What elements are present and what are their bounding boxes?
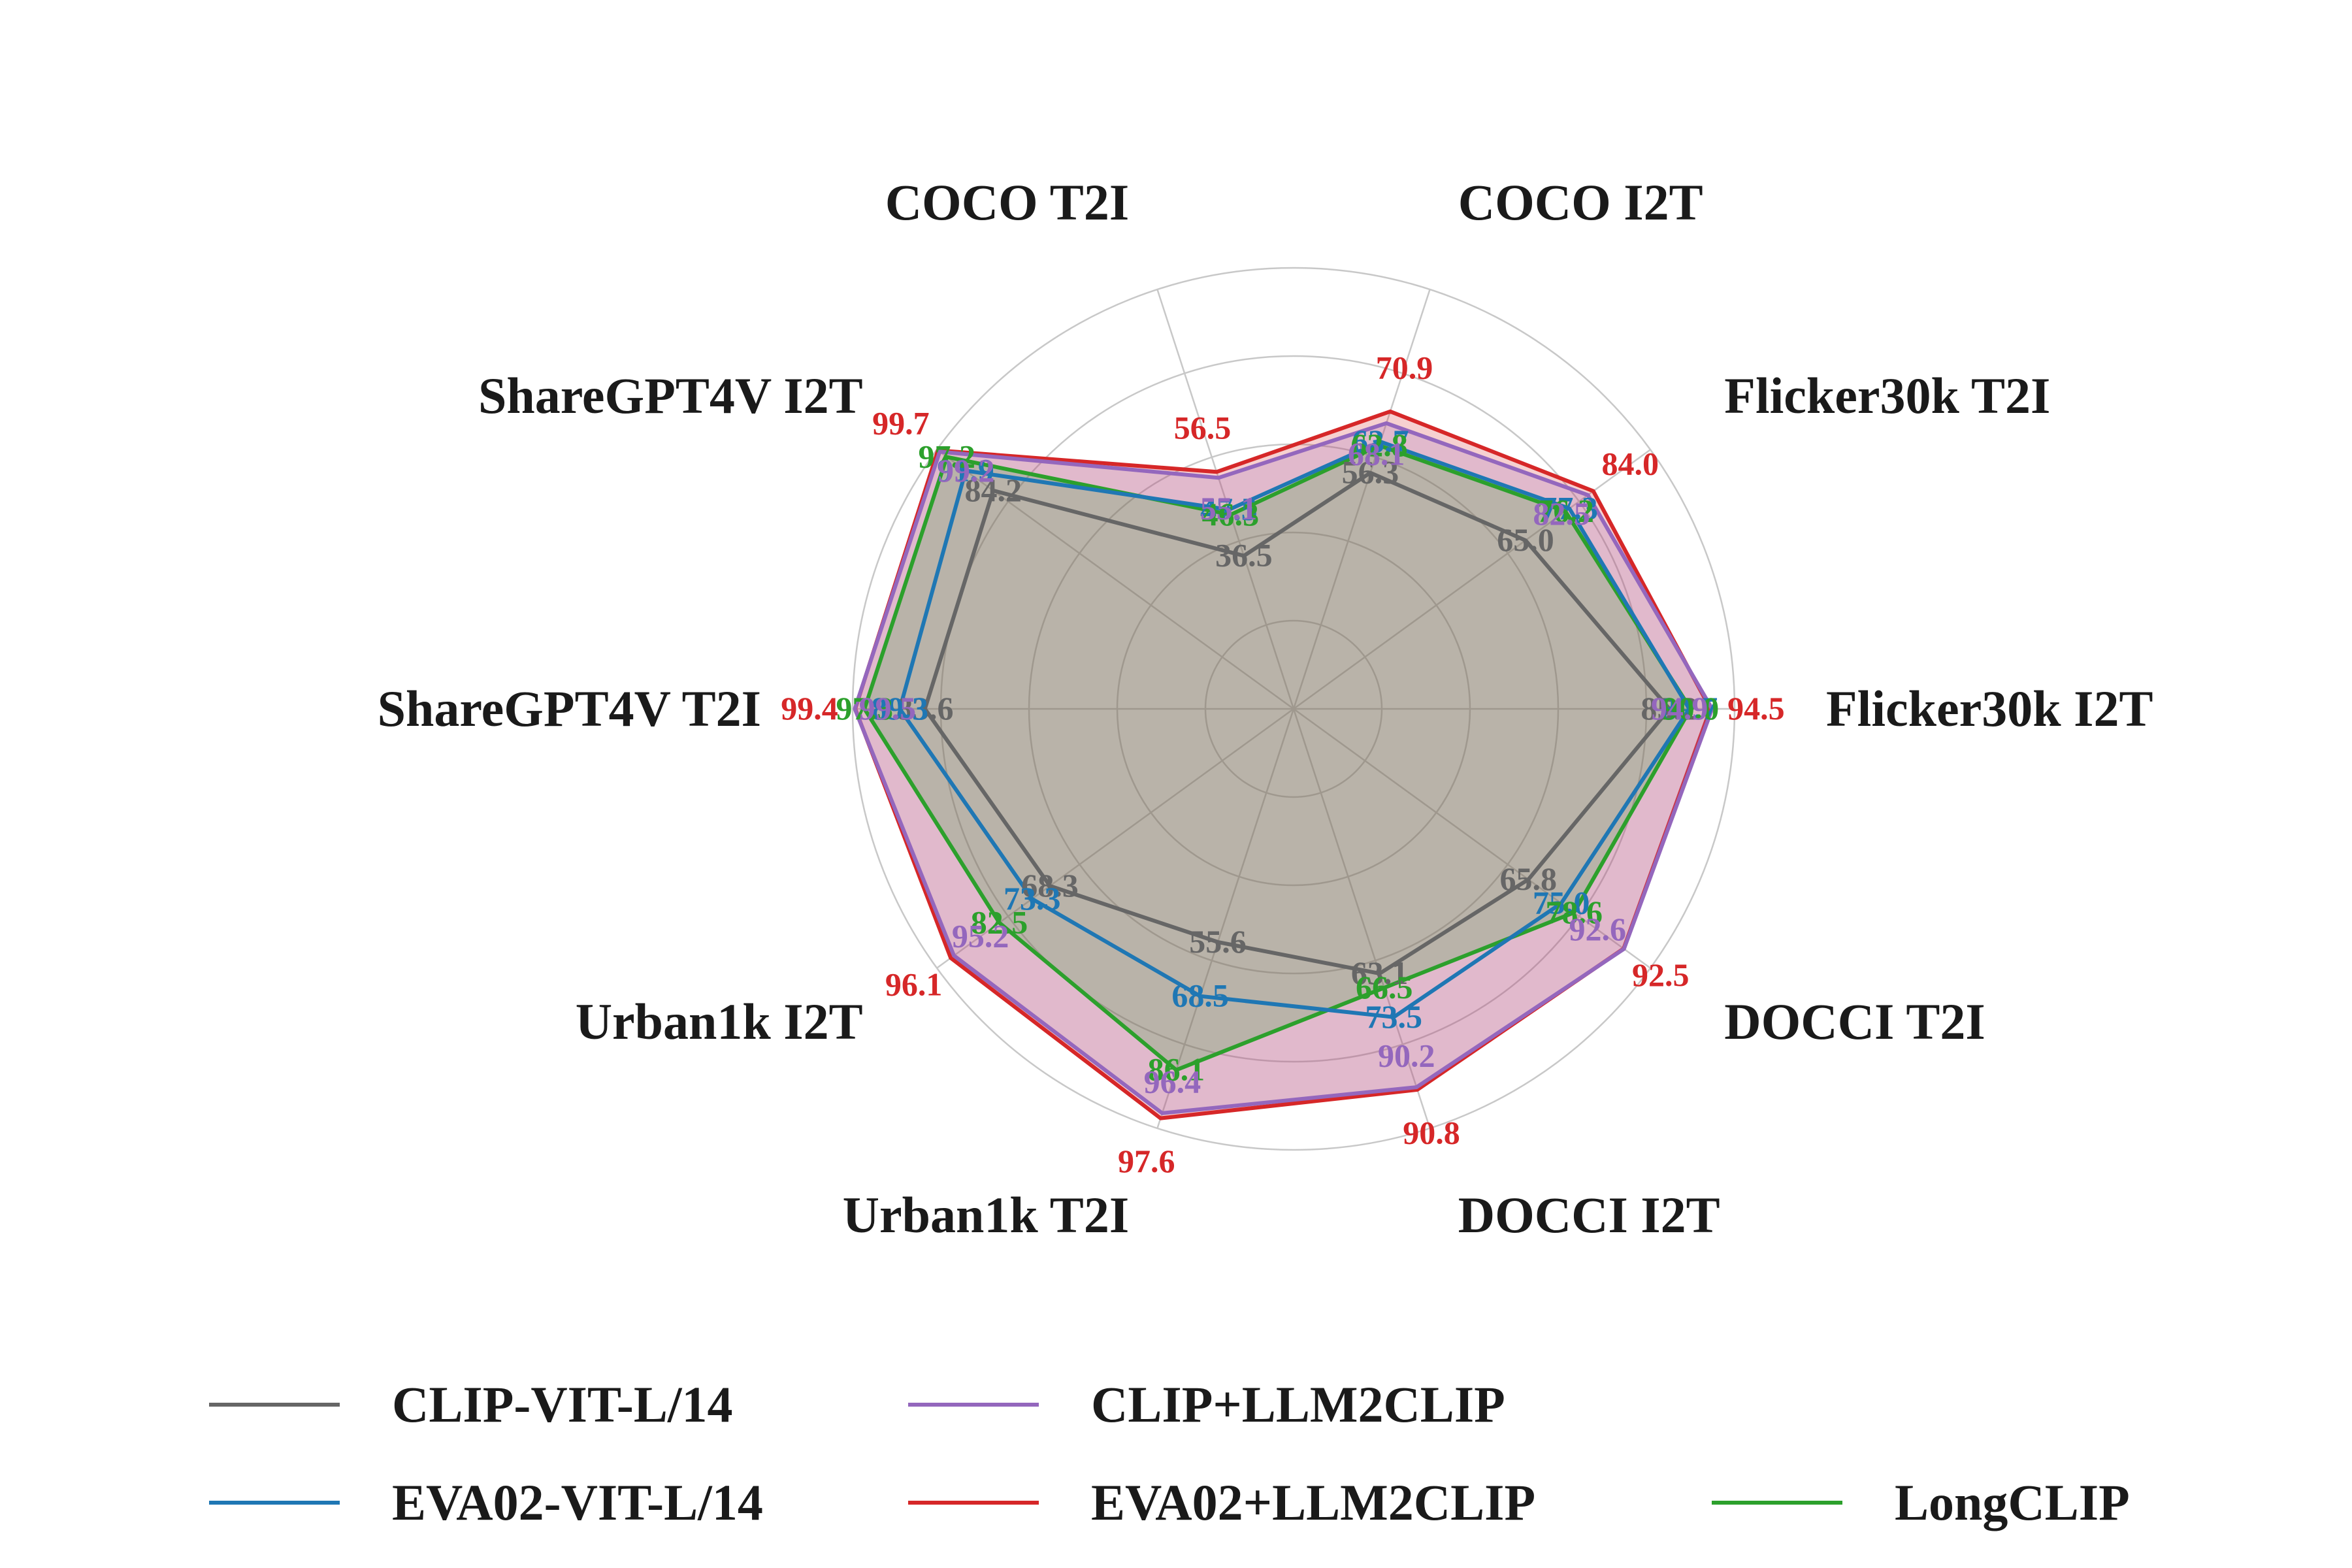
value-label-clip-llm2clip-5: 90.2 [1378, 1037, 1435, 1074]
value-label-eva02-vit-l-14-9: 91.9 [937, 451, 994, 488]
value-label-clip-llm2clip-6: 96.4 [1144, 1063, 1201, 1100]
value-label-longclip-10: 46.3 [1202, 496, 1260, 532]
value-label-longclip-1: 62.8 [1350, 427, 1408, 463]
spoke-10 [1156, 289, 1295, 710]
series-eva02-vit-l-14 [898, 440, 1691, 1019]
spoke-4 [1293, 708, 1651, 969]
series-clip-vit-l-14 [923, 470, 1672, 976]
value-label-eva02-vit-l-14-4: 75.0 [1533, 885, 1590, 921]
axis-labels: COCO I2T Flicker30k T2I Flicker30k I2T DOCC… [378, 174, 2153, 1243]
value-label-longclip-9: 97.2 [918, 438, 975, 474]
value-label-clip-vit-l-14-8: 83.6 [896, 690, 954, 727]
radar-series [853, 409, 1714, 1120]
value-label-clip-llm2clip-4: 92.6 [1569, 911, 1626, 947]
value-label-eva02-vit-l-14-8: 89.3 [871, 690, 928, 727]
value-label-clip-llm2clip-3: 94.9 [1651, 690, 1708, 727]
value-label-eva02-llm2clip-5: 90.8 [1403, 1115, 1460, 1151]
axis-label-coco-t2i: COCO T2I [885, 174, 1129, 231]
value-label-longclip-8: 97.3 [836, 690, 893, 727]
value-label-eva02-llm2clip-3: 94.5 [1727, 690, 1785, 727]
value-label-eva02-vit-l-14-10: 47.5 [1200, 491, 1258, 527]
value-label-eva02-llm2clip-9: 99.7 [872, 404, 930, 441]
value-label-longclip-4: 78.6 [1545, 894, 1603, 930]
value-label-clip-llm2clip-7: 95.2 [952, 917, 1009, 954]
axis-label-flicker30k-t2i: Flicker30k T2I [1724, 367, 2050, 424]
value-label-clip-llm2clip-9: 99.2 [938, 452, 995, 489]
legend-label-eva02-llm2clip: EVA02+LLM2CLIP [1091, 1474, 1535, 1531]
spoke-2 [1293, 449, 1651, 710]
value-label-eva02-vit-l-14-6: 68.5 [1171, 977, 1229, 1014]
value-label-longclip-3: 90.0 [1662, 690, 1720, 727]
spoke-1 [1292, 289, 1431, 710]
radar-spokes [853, 289, 1735, 1129]
value-label-clip-vit-l-14-5: 63.1 [1351, 955, 1409, 991]
value-label-eva02-llm2clip-2: 84.0 [1602, 446, 1659, 482]
axis-label-docci-i2t: DOCCI I2T [1458, 1186, 1720, 1243]
legend: CLIP-VIT-L/14 CLIP+LLM2CLIP EVA02-VIT-L/14… [209, 1376, 2130, 1531]
axis-label-sharegpt4v-i2t: ShareGPT4V I2T [478, 367, 863, 424]
spoke-5 [1292, 708, 1431, 1129]
value-label-eva02-vit-l-14-5: 73.5 [1365, 998, 1423, 1035]
axis-label-docci-t2i: DOCCI T2I [1724, 993, 1985, 1050]
value-label-eva02-llm2clip-1: 70.9 [1376, 349, 1433, 385]
value-label-clip-llm2clip-8: 99.5 [859, 690, 917, 727]
value-label-eva02-llm2clip-8: 99.4 [781, 690, 838, 727]
axis-label-flicker30k-i2t: Flicker30k I2T [1826, 680, 2153, 737]
axis-label-urban1k-i2t: Urban1k I2T [576, 993, 863, 1050]
value-label-eva02-vit-l-14-3: 89.7 [1661, 690, 1718, 727]
value-label-clip-vit-l-14-2: 65.0 [1497, 521, 1554, 558]
value-label-clip-vit-l-14-7: 68.3 [1021, 867, 1079, 904]
value-label-clip-llm2clip-10: 55.1 [1200, 490, 1258, 527]
axis-label-urban1k-t2i: Urban1k T2I [843, 1186, 1130, 1243]
value-label-eva02-vit-l-14-7: 73.3 [1004, 880, 1061, 917]
value-label-eva02-llm2clip-10: 56.5 [1174, 410, 1232, 446]
value-label-eva02-vit-l-14-1: 63.7 [1352, 423, 1409, 459]
value-label-eva02-llm2clip-4: 92.5 [1632, 956, 1690, 993]
value-label-clip-llm2clip-2: 82.5 [1533, 495, 1590, 532]
axis-label-sharegpt4v-t2i: ShareGPT4V T2I [378, 680, 761, 737]
value-label-longclip-7: 82.5 [971, 904, 1028, 940]
legend-label-longclip: LongCLIP [1895, 1474, 2130, 1531]
value-label-clip-vit-l-14-3: 85.2 [1641, 690, 1698, 727]
value-label-longclip-6: 86.1 [1148, 1051, 1205, 1088]
value-label-longclip-2: 76.2 [1537, 493, 1594, 529]
spoke-7 [936, 708, 1294, 969]
value-label-longclip-5: 66.5 [1356, 969, 1413, 1005]
value-labels: 56.3 65.0 85.2 65.8 63.1 55.6 68.3 83.6 84.2 36.5… [781, 349, 1784, 1179]
legend-label-clip-llm2clip: CLIP+LLM2CLIP [1091, 1376, 1505, 1433]
value-label-clip-vit-l-14-4: 65.8 [1500, 860, 1558, 897]
legend-label-eva02-vit-l-14: EVA02-VIT-L/14 [392, 1474, 763, 1531]
value-label-eva02-llm2clip-6: 97.6 [1118, 1143, 1175, 1179]
value-label-clip-vit-l-14-10: 36.5 [1215, 537, 1273, 574]
legend-label-clip-vit-l-14: CLIP-VIT-L/14 [392, 1376, 733, 1433]
value-label-eva02-vit-l-14-2: 77.3 [1541, 489, 1598, 526]
value-label-clip-vit-l-14-6: 55.6 [1189, 923, 1247, 960]
spoke-6 [1156, 708, 1295, 1129]
value-label-clip-vit-l-14-1: 56.3 [1342, 454, 1399, 491]
value-label-eva02-llm2clip-7: 96.1 [885, 966, 943, 1002]
value-label-clip-llm2clip-1: 68.1 [1348, 435, 1405, 472]
value-label-clip-vit-l-14-9: 84.2 [964, 472, 1022, 508]
axis-label-coco-i2t: COCO I2T [1458, 174, 1703, 231]
